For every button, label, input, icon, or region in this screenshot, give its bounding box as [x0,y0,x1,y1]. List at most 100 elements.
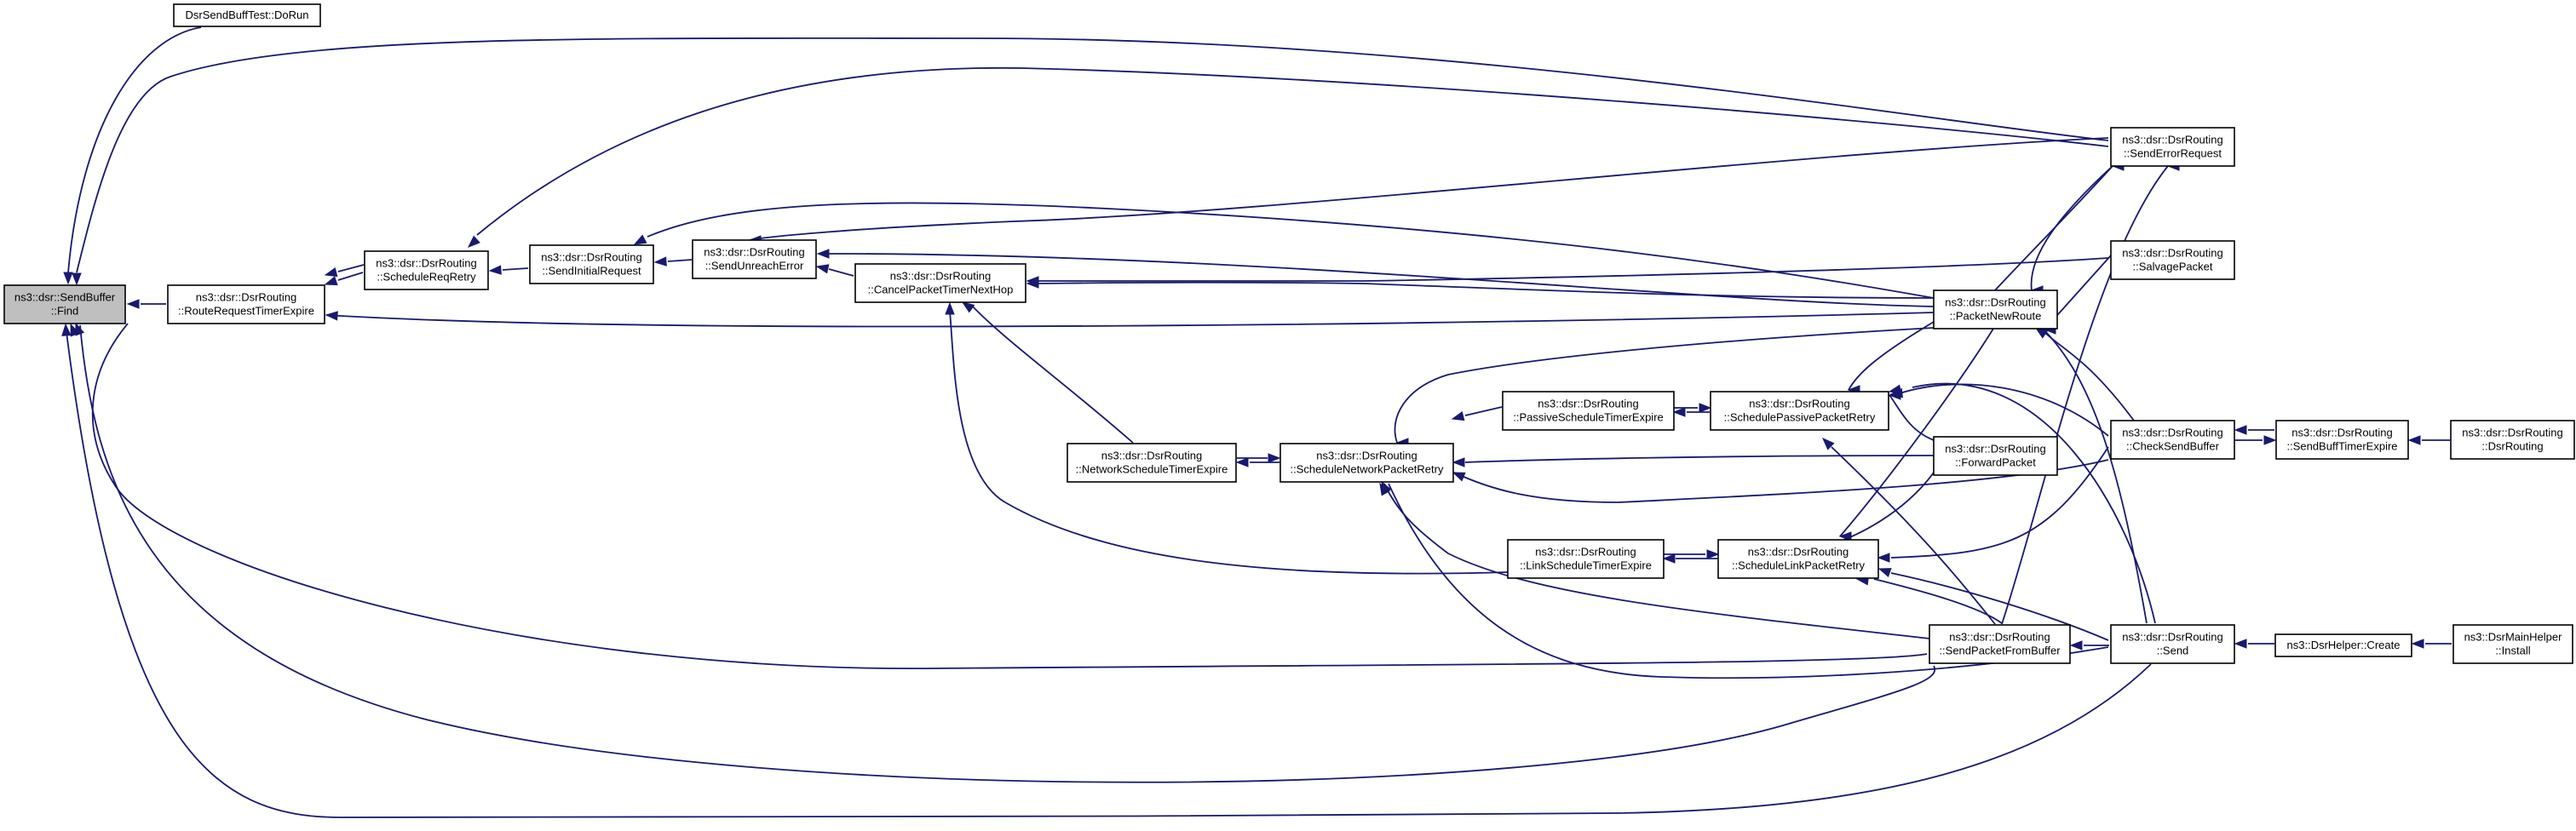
call-edge [72,37,2109,286]
node-sue[interactable]: ns3::dsr::DsrRouting::SendUnreachError [692,239,817,279]
node-rrte[interactable]: ns3::dsr::DsrRouting::RouteRequestTimerE… [167,284,325,324]
node-install[interactable]: ns3::DsrMainHelper::Install [2452,624,2573,664]
node-lste[interactable]: ns3::dsr::DsrRouting::LinkScheduleTimerE… [1507,539,1665,579]
call-edge [1877,446,2109,563]
node-label: ns3::dsr::DsrRouting [1748,546,1849,559]
call-edge [816,249,1935,307]
node-method-label: ::SendUnreachError [705,260,804,272]
node-create[interactable]: ns3::DsrHelper::Create [2274,633,2412,657]
node-find[interactable]: ns3::dsr::SendBuffer::Find [3,284,126,324]
node-nste[interactable]: ns3::dsr::DsrRouting::NetworkScheduleTim… [1067,443,1237,483]
node-method-label: ::SchedulePassivePacketRetry [1724,411,1876,424]
node-box [854,263,1026,303]
node-ser[interactable]: ns3::dsr::DsrRouting::SendErrorRequest [2110,127,2235,167]
node-label: ns3::dsr::DsrRouting [1945,443,2046,456]
call-edge [1235,457,1279,467]
call-edge [488,265,529,275]
node-method-label: ::NetworkScheduleTimerExpire [1076,463,1228,476]
arrowhead [488,265,502,275]
call-edge [63,26,202,285]
node-label: ns3::dsr::DsrRouting [376,257,477,270]
node-snpr[interactable]: ns3::dsr::DsrRouting::ScheduleNetworkPac… [1279,443,1454,483]
call-edge [70,323,1936,783]
node-csb[interactable]: ns3::dsr::DsrRouting::CheckSendBuffer [2110,420,2235,460]
node-method-label: ::Find [51,305,79,318]
node-send[interactable]: ns3::dsr::DsrRouting::Send [2110,624,2235,664]
node-label: ns3::dsr::DsrRouting [2122,247,2223,260]
arrowhead [325,311,338,321]
node-srr[interactable]: ns3::dsr::DsrRouting::ScheduleReqRetry [364,250,489,290]
node-box [1710,391,1889,431]
call-edge [961,301,1134,444]
node-label: ns3::DsrHelper::Create [2287,639,2401,651]
call-edge [126,299,166,309]
arrowhead [1452,472,1466,482]
node-box [1279,443,1454,483]
node-method-label: ::SendPacketFromBuffer [1939,645,2061,657]
node-sp[interactable]: ns3::dsr::DsrRouting::SalvagePacket [2110,240,2235,280]
node-box [173,3,321,27]
node-sbte[interactable]: ns3::dsr::DsrRouting::SendBuffTimerExpir… [2275,420,2409,460]
node-box [1067,443,1237,483]
call-edge [2069,640,2109,650]
node-fp[interactable]: ns3::dsr::DsrRouting::ForwardPacket [1933,436,2058,476]
arrowhead [324,276,338,286]
node-pste[interactable]: ns3::dsr::DsrRouting::PassiveScheduleTim… [1502,391,1675,431]
call-edge [1888,390,1935,441]
node-box [3,284,126,324]
call-edge [1877,568,2109,641]
call-edge [1889,383,2109,437]
node-method-label: ::ScheduleReqRetry [377,271,476,284]
node-box [529,244,654,284]
node-label: ns3::dsr::DsrRouting [541,251,642,264]
arrowhead [816,249,830,259]
nodes-layer: ns3::dsr::SendBuffer::Find DsrSendBuffTes… [3,3,2575,664]
arrowhead [2263,435,2277,445]
node-label: ns3::dsr::SendBuffer [14,291,116,304]
node-box [2450,420,2575,460]
arrowhead [1026,276,1039,286]
node-label: ns3::dsr::DsrRouting [2122,134,2223,146]
call-edge [1662,553,1717,564]
call-edge [1672,407,1710,417]
node-dorun[interactable]: DsrSendBuffTest::DoRun [173,3,321,27]
node-pnr[interactable]: ns3::dsr::DsrRouting::PacketNewRoute [1933,289,2058,330]
call-edge [945,301,1509,575]
call-edge [1822,438,1996,625]
node-box [1933,436,2058,476]
node-cptnh[interactable]: ns3::dsr::DsrRouting::CancelPacketTimerN… [854,263,1026,303]
call-edge [2234,425,2274,435]
arrowhead [1706,549,1720,559]
arrowhead [1452,457,1465,467]
arrowhead [1672,407,1686,417]
node-dsrrouting[interactable]: ns3::dsr::DsrRouting::DsrRouting [2450,420,2575,460]
node-box [692,239,817,279]
node-method-label: ::ForwardPacket [1955,456,2036,469]
node-label: ns3::dsr::DsrRouting [196,291,297,304]
node-slpr[interactable]: ns3::dsr::DsrRouting::ScheduleLinkPacket… [1717,539,1879,579]
arrowhead [126,299,140,309]
arrowhead [815,264,830,274]
node-label: DsrSendBuffTest::DoRun [186,9,309,21]
arrowhead [945,301,955,315]
call-edge [1026,278,1935,299]
call-edge [61,323,2152,818]
node-method-label: ::Send [2157,645,2189,657]
node-spfb[interactable]: ns3::dsr::DsrRouting::SendPacketFromBuff… [1929,624,2071,664]
node-box [2110,624,2235,664]
arrowhead [1699,403,1712,413]
call-edge [2407,435,2450,445]
node-method-label: ::PassiveScheduleTimerExpire [1513,411,1664,424]
node-method-label: ::ScheduleNetworkPacketRetry [1291,463,1444,476]
arrowhead [1822,438,1835,450]
arrowhead [2234,425,2247,435]
node-label: ns3::dsr::DsrRouting [1101,450,1203,462]
call-edge [1674,403,1712,413]
call-edge [75,322,1928,669]
node-sir[interactable]: ns3::dsr::DsrRouting::SendInitialRequest [529,244,654,284]
arrowhead [467,235,480,248]
node-box [1507,539,1665,579]
arrowhead [1838,531,1852,542]
node-sppr[interactable]: ns3::dsr::DsrRouting::SchedulePassivePac… [1710,391,1889,431]
